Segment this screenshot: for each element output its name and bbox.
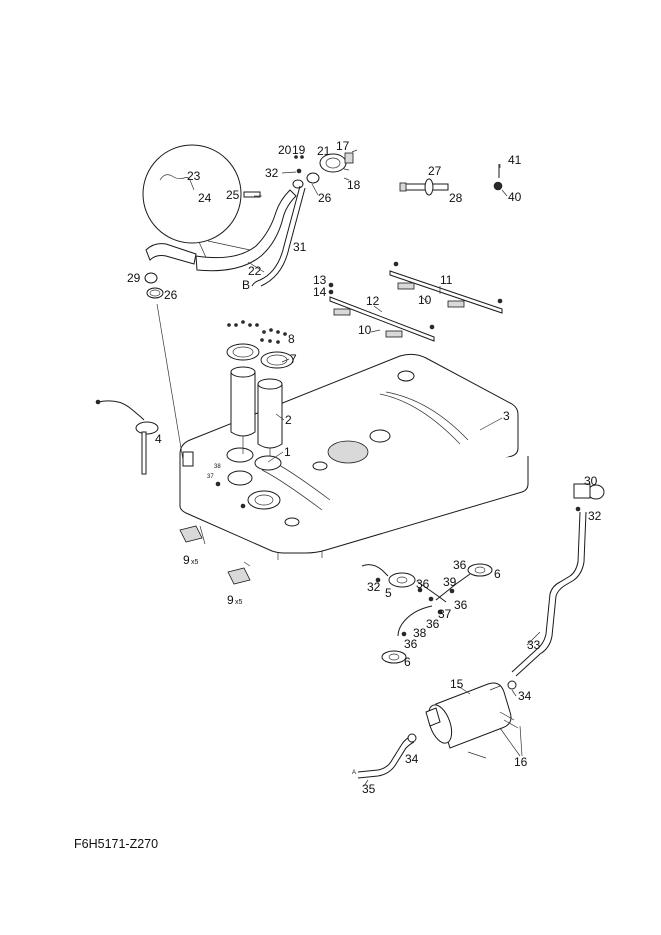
label-part-36d: 36 xyxy=(426,617,440,631)
diagram-reference-code: F6H5171-Z270 xyxy=(74,837,159,851)
bolt-40-41 xyxy=(493,164,503,191)
connector-29 xyxy=(144,272,158,284)
label-part-36e: 36 xyxy=(404,637,418,651)
label-part-3: 3 xyxy=(503,409,510,423)
label-part-20: 20 xyxy=(278,143,292,157)
breather-hose-31 xyxy=(251,185,306,287)
label-part-7: 7 xyxy=(290,352,297,366)
label-part-16: 16 xyxy=(514,755,528,769)
fuel-filter-15 xyxy=(425,680,523,759)
label-part-17: 17 xyxy=(336,139,350,153)
filler-cap-assembly xyxy=(294,149,358,184)
label-part-36a: 36 xyxy=(453,558,467,572)
vent-tube-4 xyxy=(95,303,184,475)
label-part-11: 11 xyxy=(440,273,453,287)
part-labels: 1 2 3 4 5 6 6 7 8 9 x5 9 x5 10 10 11 12 … xyxy=(127,139,602,796)
label-part-32b: 32 xyxy=(367,580,381,594)
label-part-32a: 32 xyxy=(265,166,279,180)
label-part-34a: 34 xyxy=(518,689,532,703)
label-part-30: 30 xyxy=(584,474,598,488)
label-part-6b: 6 xyxy=(404,655,411,669)
label-part-23: 23 xyxy=(187,169,201,183)
fuel-pump-units xyxy=(226,343,294,471)
leader-lines xyxy=(247,164,541,787)
fuel-line-33 xyxy=(511,483,605,677)
label-part-25: 25 xyxy=(226,188,240,202)
label-part-39: 39 xyxy=(443,575,457,589)
bolts-8 xyxy=(227,320,287,344)
hose-clamp-26 xyxy=(146,287,164,299)
label-part-36c: 36 xyxy=(454,598,468,612)
label-part-10b: 10 xyxy=(358,323,372,337)
label-part-41: 41 xyxy=(508,153,522,167)
label-part-36b: 36 xyxy=(416,577,430,591)
label-ref-b: B xyxy=(242,278,250,292)
label-part-35: 35 xyxy=(362,782,376,796)
pads-9 xyxy=(179,525,251,585)
label-part-37a: 37 xyxy=(207,474,214,480)
label-part-2: 2 xyxy=(285,413,292,427)
label-part-38b: 38 xyxy=(413,626,427,640)
bolt-27-28 xyxy=(399,178,449,196)
label-ref-a: A xyxy=(352,770,356,776)
label-part-6a: 6 xyxy=(494,567,501,581)
label-part-24: 24 xyxy=(198,191,212,205)
fuel-line-assembly xyxy=(361,563,493,664)
label-part-33: 33 xyxy=(527,638,541,652)
label-part-15: 15 xyxy=(450,677,464,691)
clip-25 xyxy=(243,191,261,198)
hose-35 xyxy=(357,733,417,779)
label-part-5: 5 xyxy=(385,586,392,600)
label-part-32c: 32 xyxy=(588,509,602,523)
label-part-21: 21 xyxy=(317,144,331,158)
label-part-1: 1 xyxy=(284,445,291,459)
label-part-9a: 9 xyxy=(183,553,190,567)
filler-pipe xyxy=(145,179,304,272)
label-part-19: 19 xyxy=(292,143,306,157)
tank-strap-12 xyxy=(328,282,435,342)
tank-strap-11 xyxy=(389,261,503,314)
fuel-tank xyxy=(179,353,529,560)
label-part-37b: 37 xyxy=(438,607,452,621)
label-part-34b: 34 xyxy=(405,752,419,766)
label-part-28: 28 xyxy=(449,191,463,205)
label-part-26a: 26 xyxy=(318,191,332,205)
label-part-13: 13 xyxy=(313,273,327,287)
label-part-26b: 26 xyxy=(164,288,178,302)
label-part-18: 18 xyxy=(347,178,361,192)
label-part-14: 14 xyxy=(313,285,327,299)
label-part-9b: 9 xyxy=(227,593,234,607)
label-part-27: 27 xyxy=(428,164,442,178)
label-part-29: 29 xyxy=(127,271,141,285)
label-part-22: 22 xyxy=(248,264,262,278)
label-part-12: 12 xyxy=(366,294,380,308)
label-qty-9b: x5 xyxy=(235,599,243,606)
label-qty-9a: x5 xyxy=(191,559,199,566)
label-part-38a: 38 xyxy=(214,464,221,470)
label-part-40: 40 xyxy=(508,190,522,204)
label-part-8: 8 xyxy=(288,332,295,346)
label-part-31: 31 xyxy=(293,240,307,254)
label-part-4: 4 xyxy=(155,432,162,446)
